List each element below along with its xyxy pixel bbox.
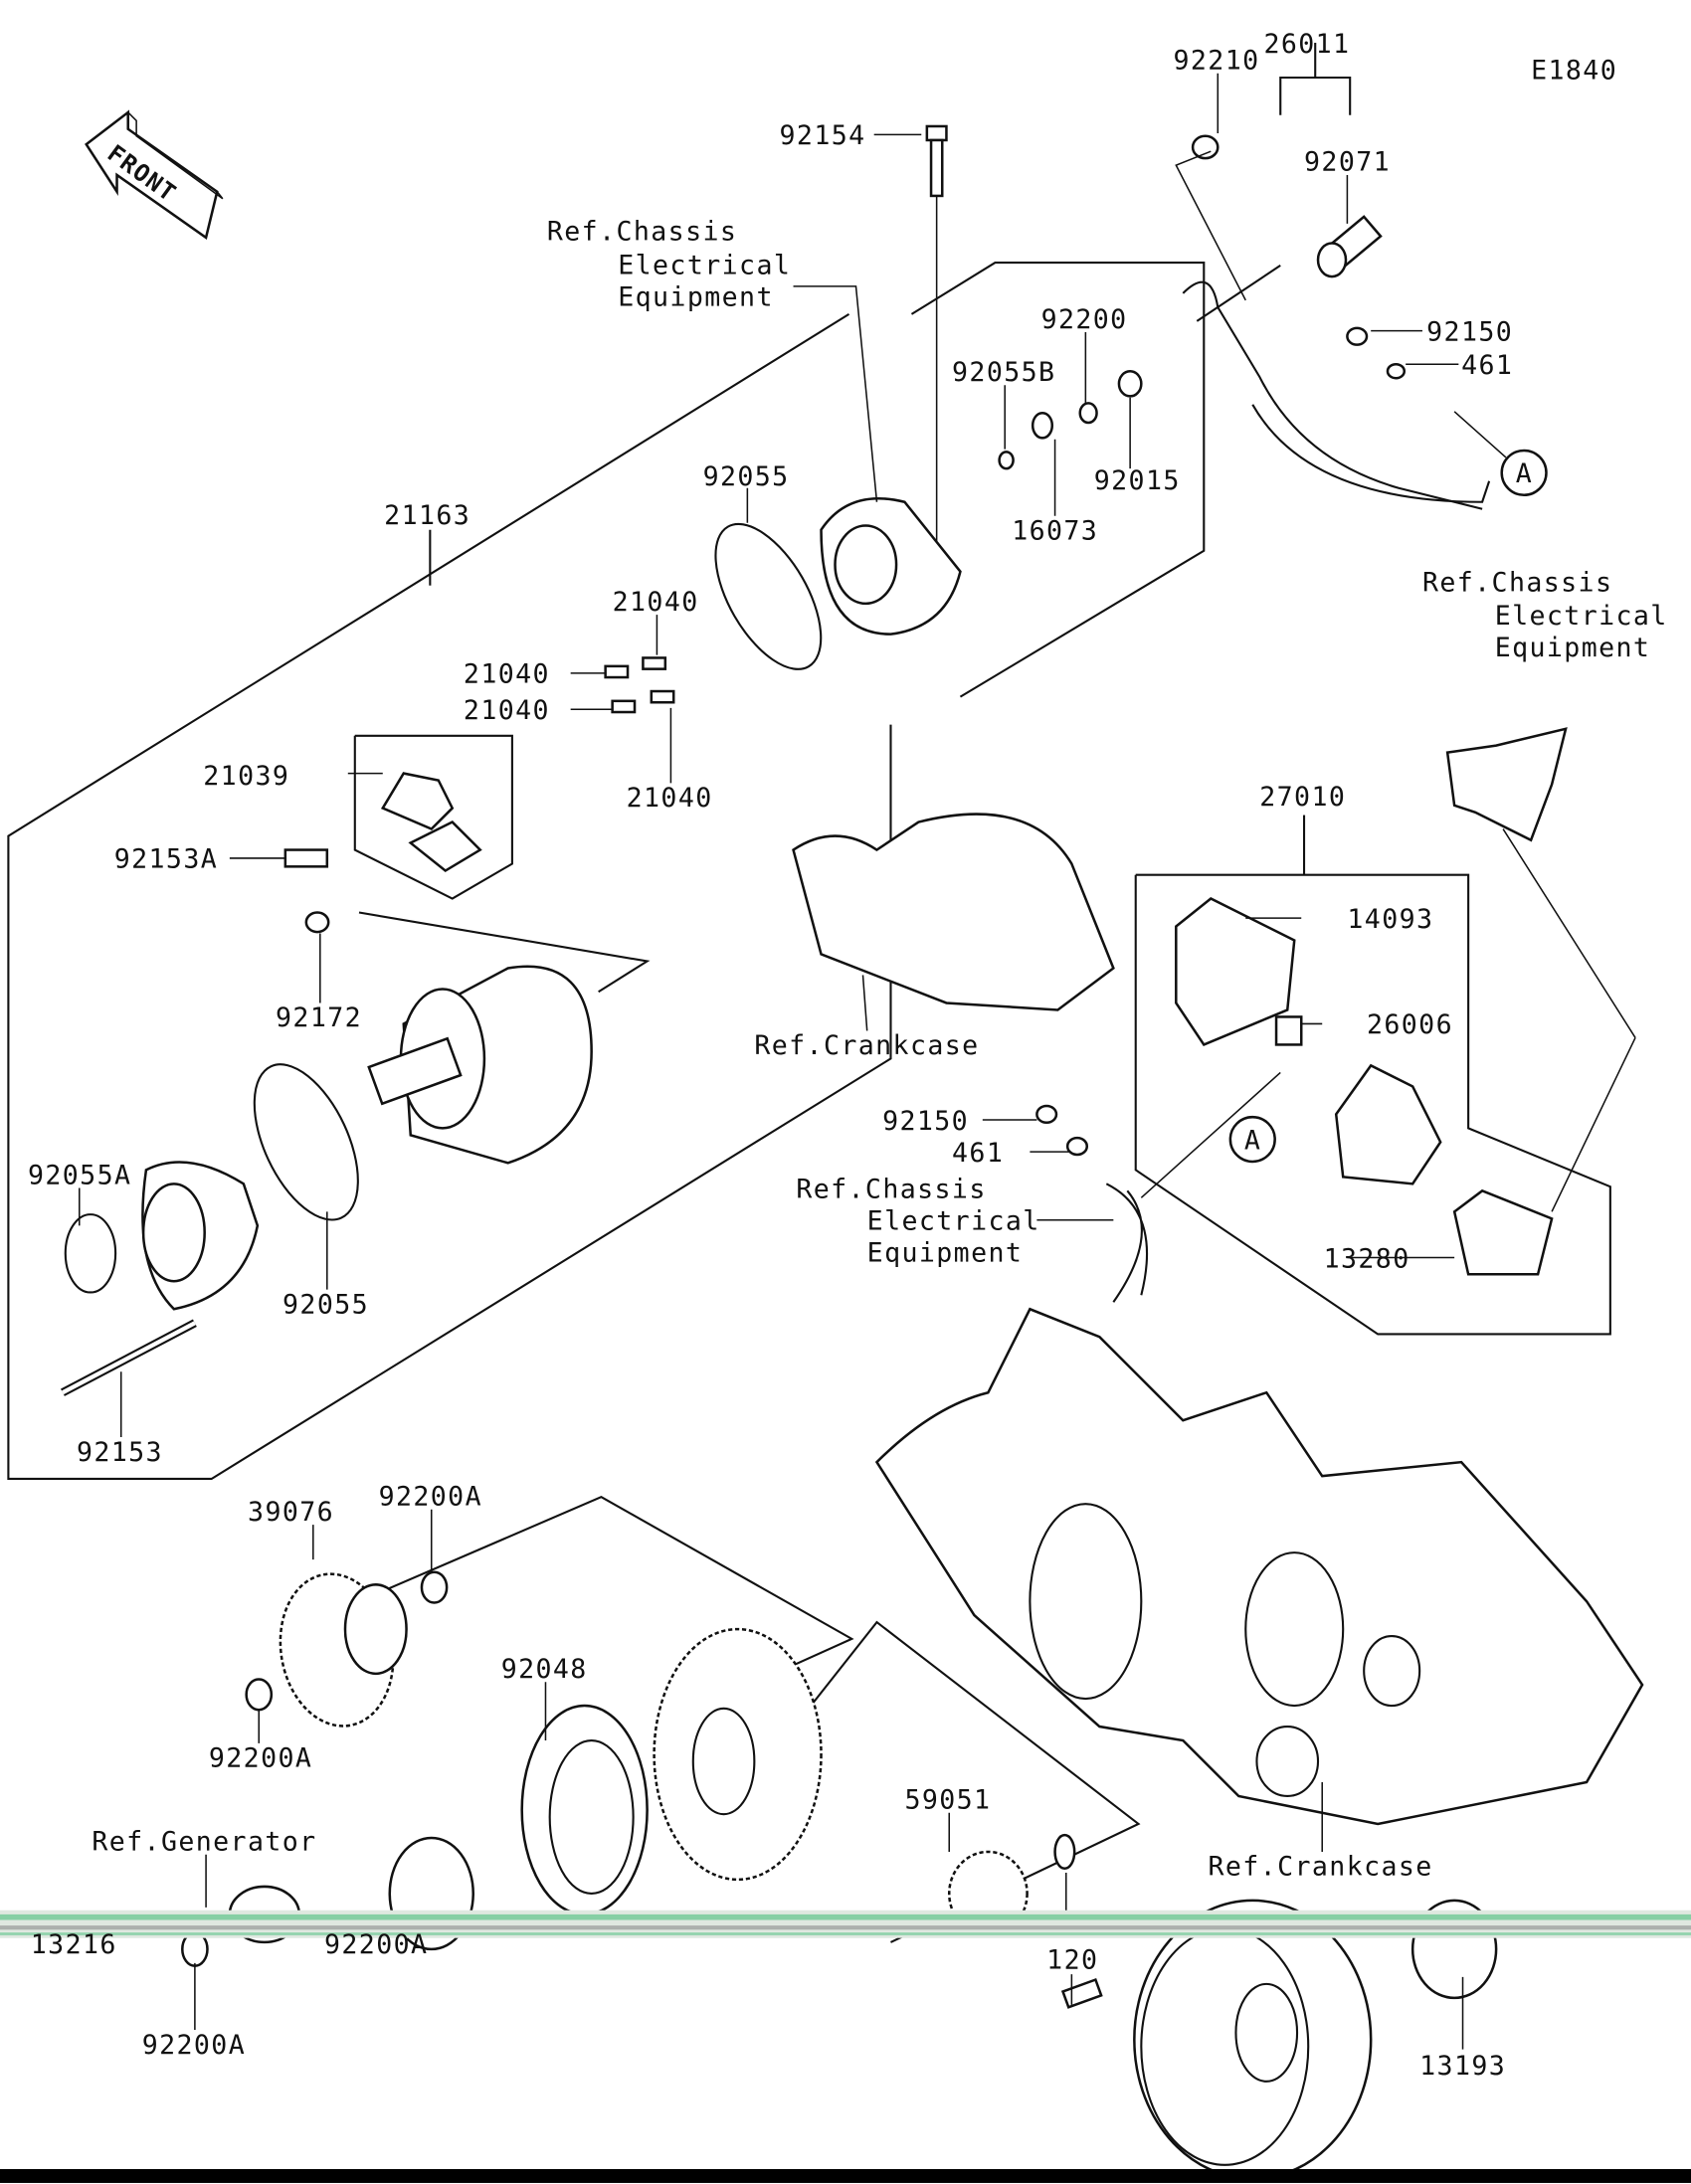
part-label-92200A: 92200A [209,1743,312,1774]
part-number-labels: 922102601192071921549220092055B921504619… [28,29,1513,2082]
reference-label: Electrical [618,250,791,280]
reference-label: Ref.Chassis [1422,567,1612,598]
part-label-92200A: 92200A [324,1929,428,1960]
reference-label: Ref.Chassis [796,1174,986,1204]
part-label-39076: 39076 [248,1497,334,1528]
part-label-21163: 21163 [384,500,470,531]
part-label-92200A: 92200A [142,2030,246,2061]
part-label-13216: 13216 [31,1929,117,1960]
reference-label: Equipment [618,281,774,312]
diagram-code: E1840 [1531,55,1617,86]
reference-label: Electrical [867,1206,1040,1237]
part-label-59051: 59051 [904,1785,991,1816]
part-label-13193: 13193 [1419,2051,1506,2082]
reference-label: Equipment [867,1238,1024,1269]
part-label-92055: 92055 [703,461,790,492]
part-label-120: 120 [1046,1944,1098,1975]
part-label-26011: 26011 [1263,29,1350,60]
callout-marker: A [1516,458,1533,489]
part-label-92055A: 92055A [28,1160,131,1190]
front-arrow-logo: FRONT [85,109,224,240]
part-label-13280: 13280 [1324,1243,1410,1274]
part-label-92172: 92172 [276,1002,362,1033]
part-label-92015: 92015 [1094,465,1181,496]
leader-lines [78,73,1464,2050]
bottom-bar [0,2168,1691,2183]
part-label-92200: 92200 [1041,304,1128,335]
part-label-92153A: 92153A [114,844,218,875]
reference-label: Equipment [1495,633,1651,663]
part-label-21040: 21040 [464,659,550,690]
part-label-21039: 21039 [203,761,289,792]
scan-noise-band [0,1910,1691,1938]
part-label-92071: 92071 [1304,147,1391,178]
part-label-27010: 27010 [1259,782,1346,813]
part-label-21040: 21040 [627,783,713,814]
part-label-16073: 16073 [1012,516,1098,547]
reference-labels: Ref.ChassisElectricalEquipmentRef.Chassi… [92,217,1668,1883]
part-label-92055: 92055 [282,1289,369,1320]
callout-marker-2: A [1244,1125,1261,1156]
reference-label: Ref.Chassis [547,217,737,248]
part-label-461: 461 [1461,350,1513,381]
part-label-92048: 92048 [501,1654,588,1685]
part-label-92055B: 92055B [952,357,1055,388]
part-label-461: 461 [952,1138,1004,1169]
assembly-frames [7,43,1611,1943]
part-label-14093: 14093 [1347,904,1433,935]
part-label-21040: 21040 [613,587,699,618]
part-label-92154: 92154 [780,120,866,151]
part-label-21040: 21040 [464,695,550,726]
parts: A A [61,124,1644,2181]
reference-label: Electrical [1495,601,1668,632]
part-label-92153: 92153 [77,1437,163,1468]
reference-label: Ref.Generator [92,1827,316,1858]
part-label-92150: 92150 [1426,316,1513,347]
callout-a-circle [1500,449,1548,497]
reference-label: Ref.Crankcase [754,1030,979,1061]
reference-label: Ref.Crankcase [1208,1852,1432,1883]
part-label-92210: 92210 [1174,46,1260,77]
part-label-92150: 92150 [882,1106,969,1137]
part-label-92200A: 92200A [379,1482,482,1513]
part-label-26006: 26006 [1367,1009,1453,1040]
